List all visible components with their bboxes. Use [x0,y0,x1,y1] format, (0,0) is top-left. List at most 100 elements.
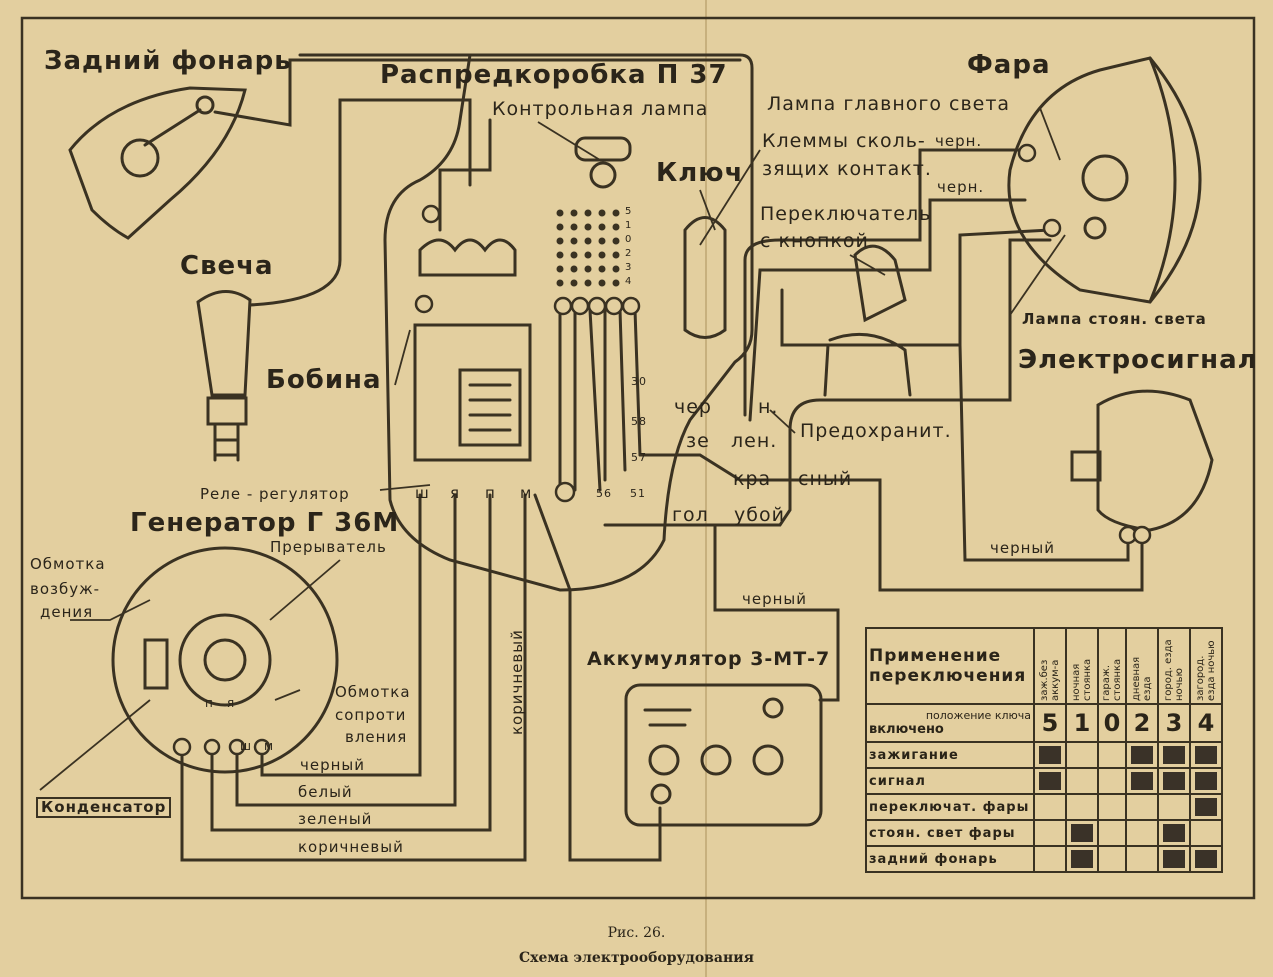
table-row: зажигание [865,741,1223,769]
main-beam-lamp-label: Лампа главного света [767,93,1011,115]
table-cell-off [1033,793,1067,821]
coil [418,238,517,277]
spark-plug-body [196,290,252,397]
wire-label-red-split-a: кра [733,468,772,490]
wire-label-gen-black: черный [300,756,366,774]
terminal-57: 57 [631,451,647,464]
table-cell-on [1157,767,1191,795]
key-contact-matrix [556,209,620,287]
capacitor-body [143,638,169,690]
wire-blue [603,238,1052,527]
wire-rear-light [213,58,742,127]
table-col-header: дневная езда [1126,628,1158,704]
wire-label-green-split-b: лен. [731,430,778,452]
key-row-1: 1 [625,220,633,231]
distribution-box-outline [298,53,754,592]
relay-regulator [413,323,532,462]
wire-label-blue-split-b: убой [734,504,785,526]
table-col-header: гараж. стоянка [1098,628,1126,704]
table-cell-off [1065,793,1099,821]
wire-box-to-gen-bundle [558,308,642,492]
spark-plug-label: Свеча [180,251,274,281]
distribution-box-label: Распредкоробка П 37 [380,60,728,90]
wire-label-gen-green: зеленый [298,810,373,828]
table-cell-on [1157,845,1191,873]
table-cell-on [1189,767,1223,795]
terminal-gen-ya: я [450,484,461,502]
main-beam-bulb [1081,154,1129,202]
resistance-winding-label-3: вления [345,728,408,746]
table-cell-off [1065,767,1099,795]
key-position: 1 [1065,703,1099,743]
headlight-label: Фара [967,50,1051,80]
table-cell-on [1033,767,1067,795]
key-row-4: 4 [625,276,633,287]
table-row: стоян. свет фары [865,819,1223,847]
wire-generator-green [210,493,492,832]
wire-black-horn [958,343,1130,562]
resistance-winding-label-1: Обмотка [335,683,411,701]
table-cell-on [1033,741,1067,769]
generator-inner [178,613,272,707]
horn-body [1096,389,1214,532]
breaker-label: Прерыватель [270,538,387,556]
table-cell-off [1097,741,1127,769]
headlight-switch [853,244,907,323]
field-winding-label-2: возбуж- [30,580,101,598]
table-cell-on [1125,767,1159,795]
key-row-0: 0 [625,234,633,245]
table-cell-off [1125,845,1159,873]
wire-label-gen-brown: коричневый [298,838,404,856]
figure-title: Схема электрооборудования [519,950,754,966]
terminal-gen-m: м [520,484,533,502]
table-cell-on [1189,741,1223,769]
headlight-housing [1007,56,1202,304]
table-cell-off [1125,819,1159,847]
horn-label: Электросигнал [1018,345,1258,375]
wire-label-black-split-b: н. [758,396,779,418]
table-cell-off [1065,741,1099,769]
wire-spark-plug [248,98,472,307]
slip-contact-label-1: Клеммы сколь- [762,130,926,152]
switch-label-1: Переключатель [760,203,932,225]
table-row-label: задний фонарь [865,845,1035,873]
table-cell-off [1125,793,1159,821]
diagram-frame [20,16,1256,900]
fuse-label: Предохранит. [800,420,952,442]
terminal-51: 51 [630,487,646,500]
wire-generator-black [260,493,422,777]
figure-number: Рис. 26. [607,925,666,941]
wire-ht-coil [438,118,492,232]
table-row: переключат. фары [865,793,1223,821]
table-col-header: ночная стоянка [1066,628,1098,704]
wire-label-gen-white: белый [298,783,353,801]
slip-contact-label-2: зящих контакт. [762,158,932,180]
capacitor-label: Конденсатор [36,797,172,818]
parking-bulb [1083,216,1107,240]
table-col-header: заж.без аккум-а [1034,628,1066,704]
table-cell-on [1189,845,1223,873]
wire-black-battery [713,523,840,702]
generator-label: Генератор Г 36М [130,508,400,538]
table-row-label: стоян. свет фары [865,819,1035,847]
wire-black-headlight [743,148,1022,417]
table-cell-off [1097,793,1127,821]
wire-red [638,453,1144,592]
key-position: 2 [1125,703,1159,743]
parking-lamp-label: Лампа стоян. света [1022,310,1207,328]
table-col-header: город. ездa ночью [1158,628,1190,704]
table-cell-off [1097,767,1127,795]
wire-label-black-1: черн. [935,132,983,150]
table-cell-off [1097,819,1127,847]
wire-label-black-2: черн. [937,178,985,196]
resistance-winding-label-2: сопроти [335,706,407,724]
generator-outer [111,546,339,774]
table-key-position-header: положение ключа включено [865,703,1035,743]
key-position: 3 [1157,703,1191,743]
key-position: 5 [1033,703,1067,743]
control-lamp [574,136,632,162]
terminal-56: 56 [596,487,612,500]
table-cell-off [1157,793,1191,821]
